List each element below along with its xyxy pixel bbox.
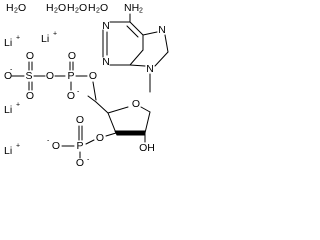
water-h: H: [46, 2, 54, 14]
adenine-base: NH 2 N N N N: [102, 2, 169, 75]
water-subscript: 2: [75, 8, 79, 15]
bond-n9-c4: [129, 64, 146, 67]
phosphate-3-o-left-charge: -: [47, 138, 50, 145]
phosphate-5-ester-o: O: [89, 70, 97, 82]
amino-subscript: 2: [139, 8, 143, 15]
phosphorus-atom-5: P: [67, 70, 74, 82]
adenosine-phosphosulfate-lithium-salt-structure: H 2 O H 2 O H 2 O H 2 O Li + Li + Li + L…: [4, 2, 169, 168]
water-h: H: [67, 2, 75, 14]
bond-n7-c8: [164, 34, 169, 53]
li-symbol: Li: [4, 37, 12, 49]
phosphate-5-o-top: O: [68, 50, 76, 62]
adenine-n3: N: [102, 56, 110, 68]
water-h: H: [6, 2, 14, 14]
li-charge: +: [16, 143, 20, 150]
bridge-oxygen: O: [46, 70, 54, 82]
li-charge: +: [16, 102, 20, 109]
phosphate-3-ester-o: O: [96, 132, 104, 144]
li-symbol: Li: [4, 145, 12, 157]
ribose-2-hydroxyl: OH: [139, 142, 155, 154]
sulfate-o-minus: O: [4, 70, 12, 82]
li-charge: +: [53, 31, 57, 38]
bond-c6-c5: [129, 21, 144, 36]
ribose-ring-o: O: [132, 98, 140, 110]
phosphate-5-o-charge: -: [77, 89, 80, 96]
water-o: O: [79, 2, 87, 14]
bond-ester-o-c5prime: [92, 81, 97, 101]
bond-c4-c5prime: [95, 101, 109, 114]
amino-group: NH 2: [124, 2, 143, 15]
li-symbol: Li: [4, 104, 12, 116]
li-symbol: Li: [41, 33, 49, 45]
bond-c6-c5-double: [126, 25, 139, 38]
phosphate-5-o-bottom: O: [67, 90, 75, 102]
lithium-ion-1: Li +: [4, 35, 20, 50]
ribose-ring-bonds: [107, 106, 151, 134]
li-charge: +: [16, 35, 20, 42]
phosphate-3-o-left: O: [52, 140, 60, 152]
water-subscript: 2: [96, 8, 100, 15]
water-h: H: [88, 2, 96, 14]
bond-c3-o: [105, 132, 117, 137]
water-subscript: 2: [54, 8, 58, 15]
sulfate-o-bottom: O: [26, 90, 34, 102]
lithium-ion-4: Li +: [4, 143, 20, 158]
water-molecule-1: H 2 O: [6, 2, 26, 15]
water-o: O: [58, 2, 66, 14]
water-molecule-3: H 2 O: [67, 2, 87, 15]
water-subscript: 2: [14, 8, 18, 15]
bond-c4-c5: [129, 49, 144, 66]
bond-c1-o4: [140, 106, 151, 113]
phosphorus-atom-3: P: [76, 140, 83, 152]
phosphate-5-prime: P O O - O: [54, 50, 97, 102]
phosphate-3-prime: O P O O - O -: [47, 114, 117, 168]
phosphate-3-o-bottom: O: [76, 157, 84, 168]
sulfate-o-charge: -: [10, 67, 13, 74]
water-molecule-4: H 2 O: [88, 2, 108, 15]
phosphate-3-o-top: O: [76, 114, 84, 126]
adenine-n9: N: [146, 63, 154, 75]
sulfate-group: O - S O O O: [4, 50, 54, 102]
ribose-sugar: O OH: [87, 95, 155, 154]
lithium-ion-3: Li +: [4, 102, 20, 117]
sulfur-atom: S: [25, 70, 32, 82]
phosphate-3-o-bottom-charge: -: [87, 157, 90, 164]
water-molecule-2: H 2 O: [46, 2, 66, 15]
bond-o-p3: [85, 139, 95, 145]
lithium-ion-2: Li +: [41, 31, 57, 46]
water-o: O: [100, 2, 108, 14]
bond-c5prime-o: [87, 95, 97, 103]
bond-c8-n9: [154, 51, 169, 67]
adenine-n1: N: [102, 20, 110, 32]
bond-c5-n7: [142, 31, 158, 36]
adenine-n7: N: [158, 24, 166, 36]
ribose-wedge-bond: [114, 130, 146, 136]
sulfate-o-top: O: [26, 50, 34, 62]
amino-label: NH: [124, 2, 139, 14]
water-o: O: [18, 2, 26, 14]
